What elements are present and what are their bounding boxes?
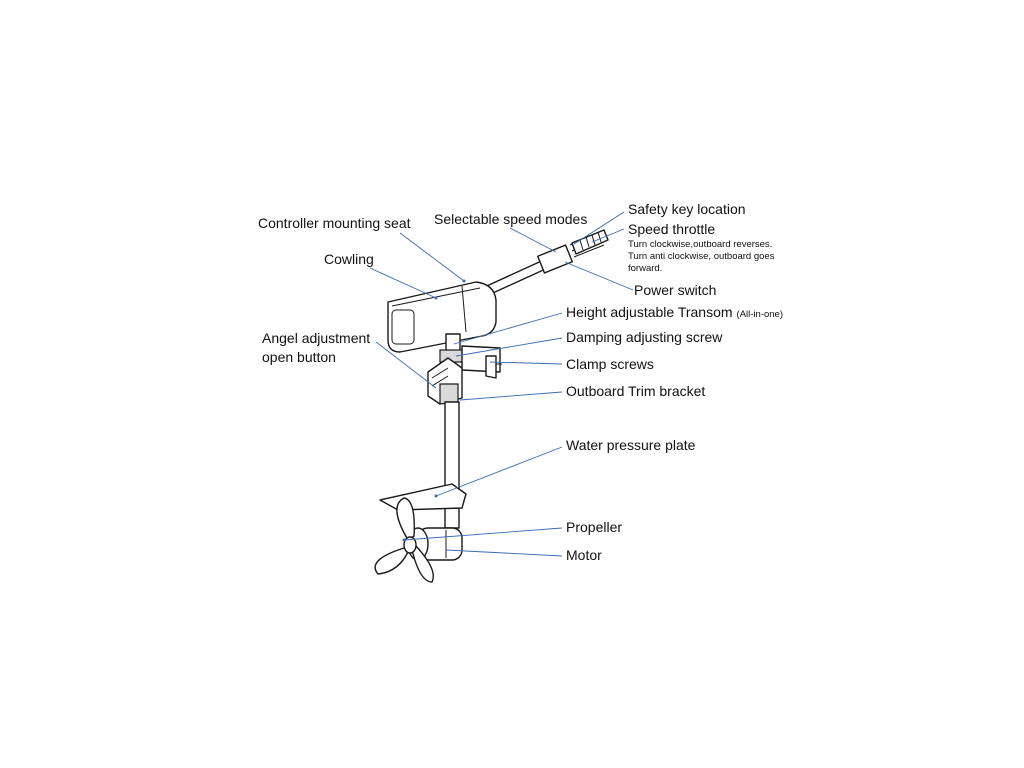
leader-damping-screw <box>455 337 563 357</box>
leader-speed-modes <box>509 227 557 253</box>
label-controller-mounting-seat: Controller mounting seat <box>258 215 411 231</box>
leader-water-plate <box>435 446 563 497</box>
leader-trim-bracket <box>459 391 563 401</box>
leader-clamp-screws <box>489 361 563 365</box>
water-pressure-plate-part <box>379 483 467 511</box>
label-all-in-one: (All-in-one) <box>737 309 783 320</box>
label-cowling: Cowling <box>324 251 374 267</box>
leader-propeller <box>403 527 563 541</box>
leader-safety-key <box>573 211 625 245</box>
label-clamp-screws: Clamp screws <box>566 356 654 372</box>
transom-clamp-bracket <box>427 345 502 405</box>
leader-power-switch <box>564 261 634 291</box>
leader-cowling <box>369 267 437 299</box>
label-throttle-note-2: Turn anti clockwise, outboard goes <box>628 251 775 262</box>
leader-motor <box>445 549 563 557</box>
label-motor: Motor <box>566 547 602 563</box>
label-transom-main: Height adjustable Transom <box>566 304 733 320</box>
label-safety-key-location: Safety key location <box>628 201 746 217</box>
leader-angel-adjustment <box>375 341 437 389</box>
leader-transom <box>453 312 563 345</box>
label-outboard-trim-bracket: Outboard Trim bracket <box>566 383 705 399</box>
label-propeller: Propeller <box>566 519 622 535</box>
label-throttle-note-3: forward. <box>628 263 662 274</box>
outboard-motor-illustration <box>374 229 609 583</box>
leader-controller-seat <box>399 232 465 282</box>
label-water-pressure-plate: Water pressure plate <box>566 437 696 453</box>
label-power-switch: Power switch <box>634 282 716 298</box>
label-angel-adjustment-line2: open button <box>262 349 336 365</box>
label-throttle-note-1: Turn clockwise,outboard reverses. <box>628 239 772 250</box>
label-selectable-speed-modes: Selectable speed modes <box>434 211 587 227</box>
label-height-adjustable-transom: Height adjustable Transom (All-in-one) <box>566 304 783 320</box>
label-speed-throttle: Speed throttle <box>628 221 715 237</box>
labels: Controller mounting seat Selectable spee… <box>258 201 783 563</box>
label-damping-adjusting-screw: Damping adjusting screw <box>566 329 723 345</box>
leader-lines <box>369 211 634 557</box>
leader-speed-throttle <box>591 228 625 243</box>
speed-throttle-grip <box>537 229 609 274</box>
propeller-blades <box>374 497 434 583</box>
label-angel-adjustment-line1: Angel adjustment <box>262 330 370 346</box>
cowling-body <box>387 281 497 353</box>
